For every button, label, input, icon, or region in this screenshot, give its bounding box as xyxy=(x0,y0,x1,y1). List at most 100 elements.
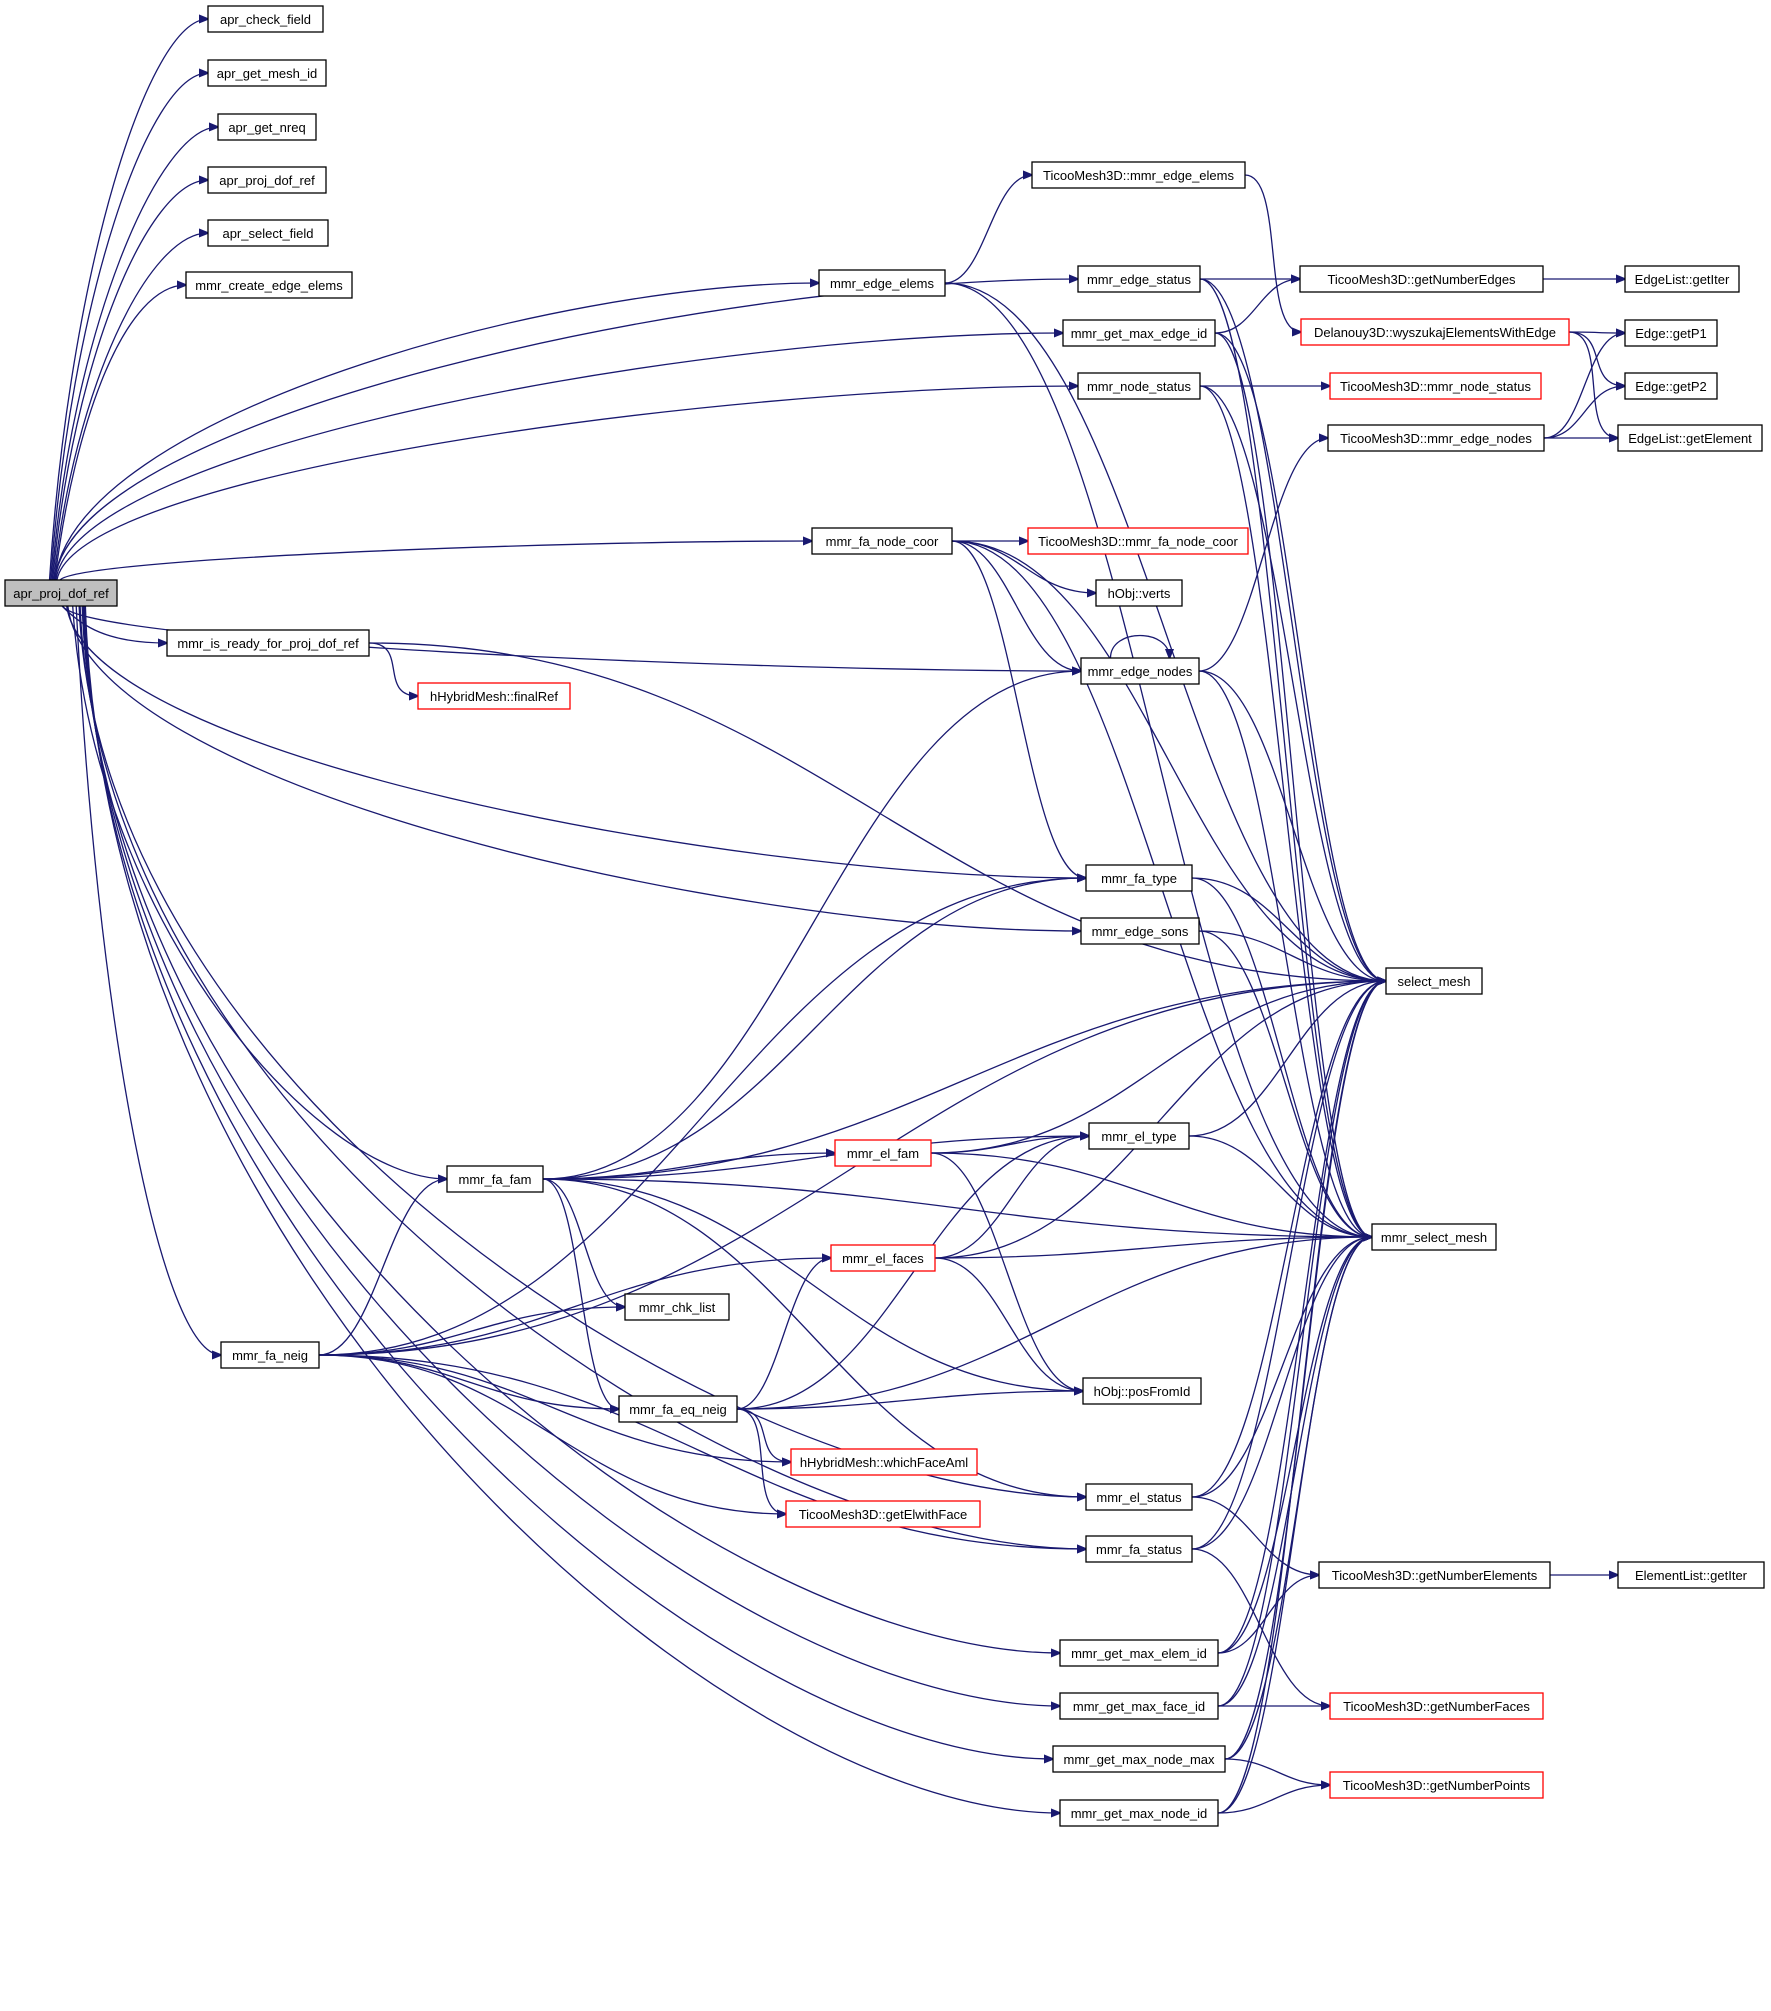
node-mmr-get-max-edge-id[interactable]: mmr_get_max_edge_id xyxy=(1062,319,1216,347)
edge-mmr_fa_fam-to-hObj_posFromId xyxy=(542,1178,1083,1391)
node-ticoomesh3d-mmr-edge-nodes[interactable]: TicooMesh3D::mmr_edge_nodes xyxy=(1327,424,1545,452)
node-box xyxy=(207,59,327,87)
node-hobj-verts[interactable]: hObj::verts xyxy=(1095,579,1183,607)
node-ticoomesh3d-getnumberpoints[interactable]: TicooMesh3D::getNumberPoints xyxy=(1329,1771,1544,1799)
node-box xyxy=(1300,318,1570,346)
edge-mmr_fa_type-to-mmr_select_mesh xyxy=(1191,877,1372,1237)
edge-mmr_edge_nodes-to-mmr_edge_nodes xyxy=(1109,635,1170,659)
node-edgelist-getelement[interactable]: EdgeList::getElement xyxy=(1617,424,1763,452)
node-apr-get-mesh-id[interactable]: apr_get_mesh_id xyxy=(207,59,327,87)
node-label: TicooMesh3D::getNumberFaces xyxy=(1343,1699,1530,1714)
node-label: Delanouy3D::wyszukajElementsWithEdge xyxy=(1314,325,1556,340)
node-box xyxy=(4,579,118,607)
node-mmr-is-ready-for-proj-dof-ref[interactable]: mmr_is_ready_for_proj_dof_ref xyxy=(166,629,370,657)
node-mmr-fa-type[interactable]: mmr_fa_type xyxy=(1085,864,1193,892)
node-ticoomesh3d-getelwithface[interactable]: TicooMesh3D::getElwithFace xyxy=(785,1500,981,1528)
node-ticoomesh3d-mmr-fa-node-coor[interactable]: TicooMesh3D::mmr_fa_node_coor xyxy=(1027,527,1249,555)
node-delanouy3d-wyszukajelementswithedge[interactable]: Delanouy3D::wyszukajElementsWithEdge xyxy=(1300,318,1570,346)
node-label: mmr_el_faces xyxy=(842,1251,924,1266)
node-apr-proj-dof-ref[interactable]: apr_proj_dof_ref xyxy=(4,579,118,607)
edge-mmr_get_max_face_id-to-select_mesh xyxy=(1217,981,1386,1707)
edge-mmr_fa_fam-to-mmr_chk_list xyxy=(542,1178,625,1307)
node-label: apr_get_mesh_id xyxy=(217,66,317,81)
node-label: mmr_fa_fam xyxy=(459,1172,532,1187)
node-mmr-get-max-node-max[interactable]: mmr_get_max_node_max xyxy=(1052,1745,1226,1773)
node-apr-check-field[interactable]: apr_check_field xyxy=(207,5,324,33)
node-mmr-edge-elems[interactable]: mmr_edge_elems xyxy=(818,269,946,297)
node-label: apr_select_field xyxy=(222,226,313,241)
node-mmr-el-status[interactable]: mmr_el_status xyxy=(1085,1483,1193,1511)
node-box xyxy=(1077,265,1201,293)
node-ticoomesh3d-mmr-edge-elems[interactable]: TicooMesh3D::mmr_edge_elems xyxy=(1031,161,1246,189)
edge-mmr_el_fam-to-hObj_posFromId xyxy=(930,1152,1083,1391)
node-elementlist-getiter[interactable]: ElementList::getIter xyxy=(1617,1561,1765,1589)
node-mmr-get-max-face-id[interactable]: mmr_get_max_face_id xyxy=(1059,1692,1219,1720)
edge-mmr_edge_status-to-select_mesh xyxy=(1199,278,1386,981)
node-label: TicooMesh3D::getElwithFace xyxy=(799,1507,968,1522)
edge-mmr_edge_elems-to-select_mesh xyxy=(944,282,1386,981)
edge-mmr_fa_type-to-select_mesh xyxy=(1191,877,1386,981)
node-box xyxy=(1624,319,1718,347)
edge-mmr_fa_neig-to-mmr_el_faces xyxy=(318,1258,831,1356)
node-edge-getp2[interactable]: Edge::getP2 xyxy=(1624,372,1718,400)
edge-mmr_fa_eq_neig-to-TicooMesh3D_getElwithFace xyxy=(736,1408,786,1514)
node-hhybridmesh-whichfaceaml[interactable]: hHybridMesh::whichFaceAml xyxy=(790,1448,978,1476)
node-mmr-el-fam[interactable]: mmr_el_fam xyxy=(834,1139,932,1167)
edge-apr_proj_dof_ref-to-mmr_node_status xyxy=(56,386,1078,581)
node-label: Edge::getP2 xyxy=(1635,379,1707,394)
node-select-mesh[interactable]: select_mesh xyxy=(1385,967,1483,995)
node-mmr-create-edge-elems[interactable]: mmr_create_edge_elems xyxy=(185,271,353,299)
node-hhybridmesh-finalref[interactable]: hHybridMesh::finalRef xyxy=(417,682,571,710)
node-label: mmr_get_max_edge_id xyxy=(1071,326,1208,341)
node-mmr-edge-sons[interactable]: mmr_edge_sons xyxy=(1080,917,1200,945)
node-mmr-edge-nodes[interactable]: mmr_edge_nodes xyxy=(1080,657,1200,685)
node-label: mmr_el_type xyxy=(1101,1129,1176,1144)
node-apr-proj-dof-ref-callee[interactable]: apr_proj_dof_ref xyxy=(207,166,327,194)
edge-apr_proj_dof_ref-to-apr_check_field xyxy=(48,19,209,581)
edge-apr_proj_dof_ref-to-mmr_fa_fam xyxy=(72,605,447,1179)
edge-mmr_node_status-to-mmr_select_mesh xyxy=(1199,385,1372,1237)
node-mmr-el-type[interactable]: mmr_el_type xyxy=(1088,1122,1190,1150)
node-apr-get-nreq[interactable]: apr_get_nreq xyxy=(217,113,317,141)
edge-mmr_el_faces-to-mmr_select_mesh xyxy=(934,1237,1372,1259)
node-apr-select-field[interactable]: apr_select_field xyxy=(207,219,329,247)
node-hobj-posfromid[interactable]: hObj::posFromId xyxy=(1082,1377,1202,1405)
node-label: mmr_is_ready_for_proj_dof_ref xyxy=(177,636,359,651)
node-edge-getp1[interactable]: Edge::getP1 xyxy=(1624,319,1718,347)
edge-mmr_edge_sons-to-mmr_select_mesh xyxy=(1198,930,1372,1237)
node-mmr-edge-status[interactable]: mmr_edge_status xyxy=(1077,265,1201,293)
edge-mmr_edge_nodes-to-TicooMesh3D_mmr_edge_nodes xyxy=(1198,438,1328,672)
node-edgelist-getiter[interactable]: EdgeList::getIter xyxy=(1624,265,1740,293)
node-label: TicooMesh3D::getNumberPoints xyxy=(1343,1778,1531,1793)
node-ticoomesh3d-getnumberedges[interactable]: TicooMesh3D::getNumberEdges xyxy=(1299,265,1544,293)
node-box xyxy=(1371,1223,1497,1251)
node-mmr-node-status[interactable]: mmr_node_status xyxy=(1077,372,1201,400)
node-mmr-fa-neig[interactable]: mmr_fa_neig xyxy=(220,1341,320,1369)
node-mmr-fa-node-coor[interactable]: mmr_fa_node_coor xyxy=(811,527,953,555)
node-mmr-fa-fam[interactable]: mmr_fa_fam xyxy=(446,1165,544,1193)
edge-mmr_fa_fam-to-mmr_el_status xyxy=(542,1178,1086,1497)
node-mmr-get-max-elem-id[interactable]: mmr_get_max_elem_id xyxy=(1059,1639,1219,1667)
node-box xyxy=(1085,1483,1193,1511)
node-mmr-select-mesh[interactable]: mmr_select_mesh xyxy=(1371,1223,1497,1251)
node-mmr-get-max-node-id[interactable]: mmr_get_max_node_id xyxy=(1059,1799,1219,1827)
node-label: mmr_edge_elems xyxy=(830,276,935,291)
node-box xyxy=(207,5,324,33)
edge-mmr_fa_neig-to-mmr_fa_fam xyxy=(318,1179,447,1356)
node-mmr-fa-status[interactable]: mmr_fa_status xyxy=(1085,1535,1193,1563)
edge-mmr_el_status-to-mmr_select_mesh xyxy=(1191,1237,1372,1498)
node-label: mmr_select_mesh xyxy=(1381,1230,1487,1245)
edge-mmr_el_fam-to-select_mesh xyxy=(930,981,1386,1154)
node-label: mmr_edge_sons xyxy=(1092,924,1189,939)
node-label: hHybridMesh::finalRef xyxy=(430,689,558,704)
node-mmr-chk-list[interactable]: mmr_chk_list xyxy=(624,1293,730,1321)
edge-mmr_get_max_node_id-to-select_mesh xyxy=(1217,981,1386,1814)
node-ticoomesh3d-getnumberelements[interactable]: TicooMesh3D::getNumberElements xyxy=(1318,1561,1551,1589)
node-ticoomesh3d-getnumberfaces[interactable]: TicooMesh3D::getNumberFaces xyxy=(1329,1692,1544,1720)
node-mmr-fa-eq-neig[interactable]: mmr_fa_eq_neig xyxy=(618,1395,738,1423)
node-label: hObj::posFromId xyxy=(1094,1384,1191,1399)
node-ticoomesh3d-mmr-node-status[interactable]: TicooMesh3D::mmr_node_status xyxy=(1329,372,1542,400)
edge-apr_proj_dof_ref-to-mmr_fa_node_coor xyxy=(59,541,812,581)
node-mmr-el-faces[interactable]: mmr_el_faces xyxy=(830,1244,936,1272)
